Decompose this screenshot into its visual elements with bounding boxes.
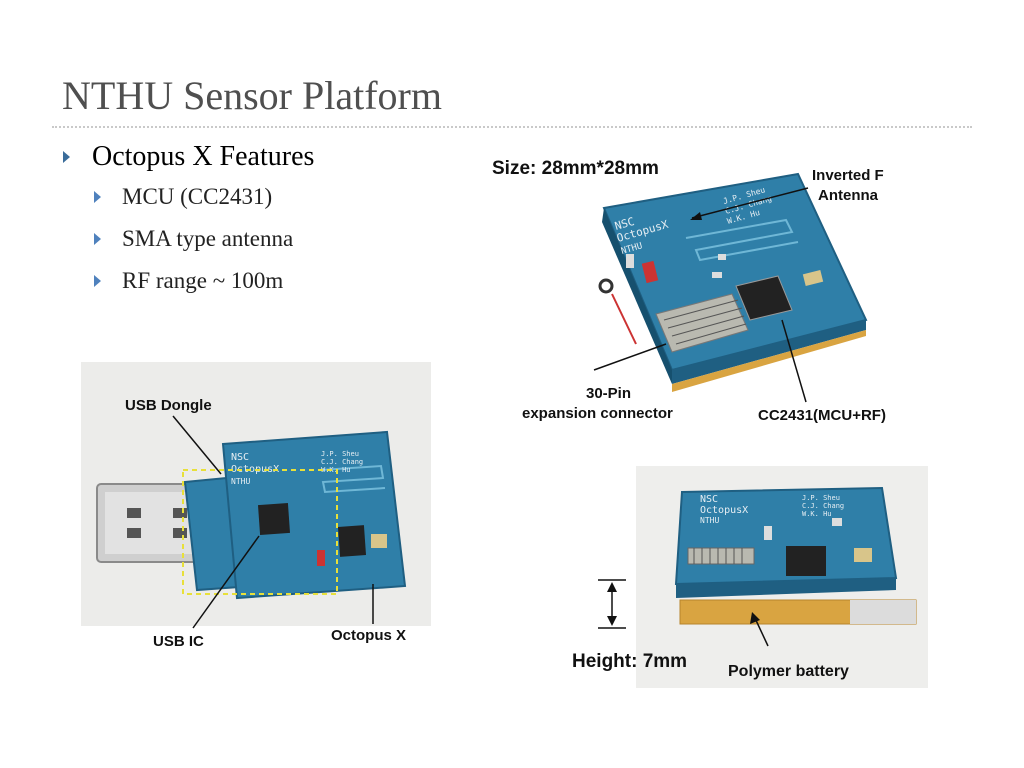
- cc2431-chip: [735, 275, 793, 321]
- antenna-label: Inverted F: [812, 167, 884, 184]
- bullet-sub: MCU (CC2431): [62, 178, 462, 220]
- height-label: Height: 7mm: [572, 651, 687, 672]
- bullet-arrow-icon: [94, 275, 101, 287]
- board-silkscreen: C.J. Chang: [321, 458, 363, 466]
- bullet-main-text: Octopus X Features: [92, 141, 315, 172]
- board-silkscreen: NSC: [231, 452, 249, 463]
- title-divider: [52, 126, 972, 128]
- board-size-photo: NSC OctopusX NTHU J.P. Sheu C.J. Chang W…: [492, 158, 886, 424]
- bullet-list: Octopus X Features MCU (CC2431) SMA type…: [62, 138, 462, 304]
- board-height-photo: NSC OctopusX NTHU J.P. Sheu C.J. Chang W…: [572, 466, 928, 688]
- board-silkscreen: NSC: [700, 494, 718, 505]
- board-silkscreen: J.P. Sheu: [802, 494, 840, 502]
- board-silkscreen: C.J. Chang: [802, 502, 844, 510]
- bullet-arrow-icon: [63, 151, 70, 163]
- octopus-x-label: Octopus X: [331, 627, 406, 644]
- bullet-main: Octopus X Features: [62, 138, 462, 178]
- bullet-sub: SMA type antenna: [62, 220, 462, 262]
- board-silkscreen: NTHU: [231, 477, 250, 486]
- chip-label: CC2431(MCU+RF): [758, 407, 886, 424]
- board-silkscreen: W.K. Hu: [321, 466, 351, 474]
- antenna-label: Antenna: [818, 187, 879, 204]
- bullet-sub-text: SMA type antenna: [122, 226, 294, 251]
- usb-dongle-outline: [182, 469, 338, 595]
- height-indicator: [598, 579, 626, 629]
- bullet-arrow-icon: [94, 233, 101, 245]
- connector-label: 30-Pin: [586, 385, 631, 402]
- size-label: Size: 28mm*28mm: [492, 158, 659, 179]
- battery-label: Polymer battery: [728, 663, 849, 680]
- usb-dongle-photo: NSC OctopusX NTHU J.P. Sheu C.J. Chang W…: [81, 362, 431, 650]
- board-silkscreen: NSC: [613, 215, 636, 233]
- usb-dongle-label: USB Dongle: [125, 397, 212, 414]
- board-silkscreen: W.K. Hu: [802, 510, 832, 518]
- bullet-sub-text: MCU (CC2431): [122, 184, 273, 209]
- connector-label: expansion connector: [522, 405, 673, 422]
- board-silkscreen: OctopusX: [700, 505, 748, 516]
- board-silkscreen: J.P. Sheu: [321, 450, 359, 458]
- slide-title: NTHU Sensor Platform: [62, 73, 442, 118]
- bullet-sub-text: RF range ~ 100m: [122, 268, 284, 293]
- bullet-arrow-icon: [94, 191, 101, 203]
- board-silkscreen: NTHU: [700, 516, 719, 525]
- expansion-connector: [655, 293, 749, 353]
- bullet-sub: RF range ~ 100m: [62, 262, 462, 304]
- usb-ic-label: USB IC: [153, 633, 204, 650]
- octopus-board: [221, 430, 407, 600]
